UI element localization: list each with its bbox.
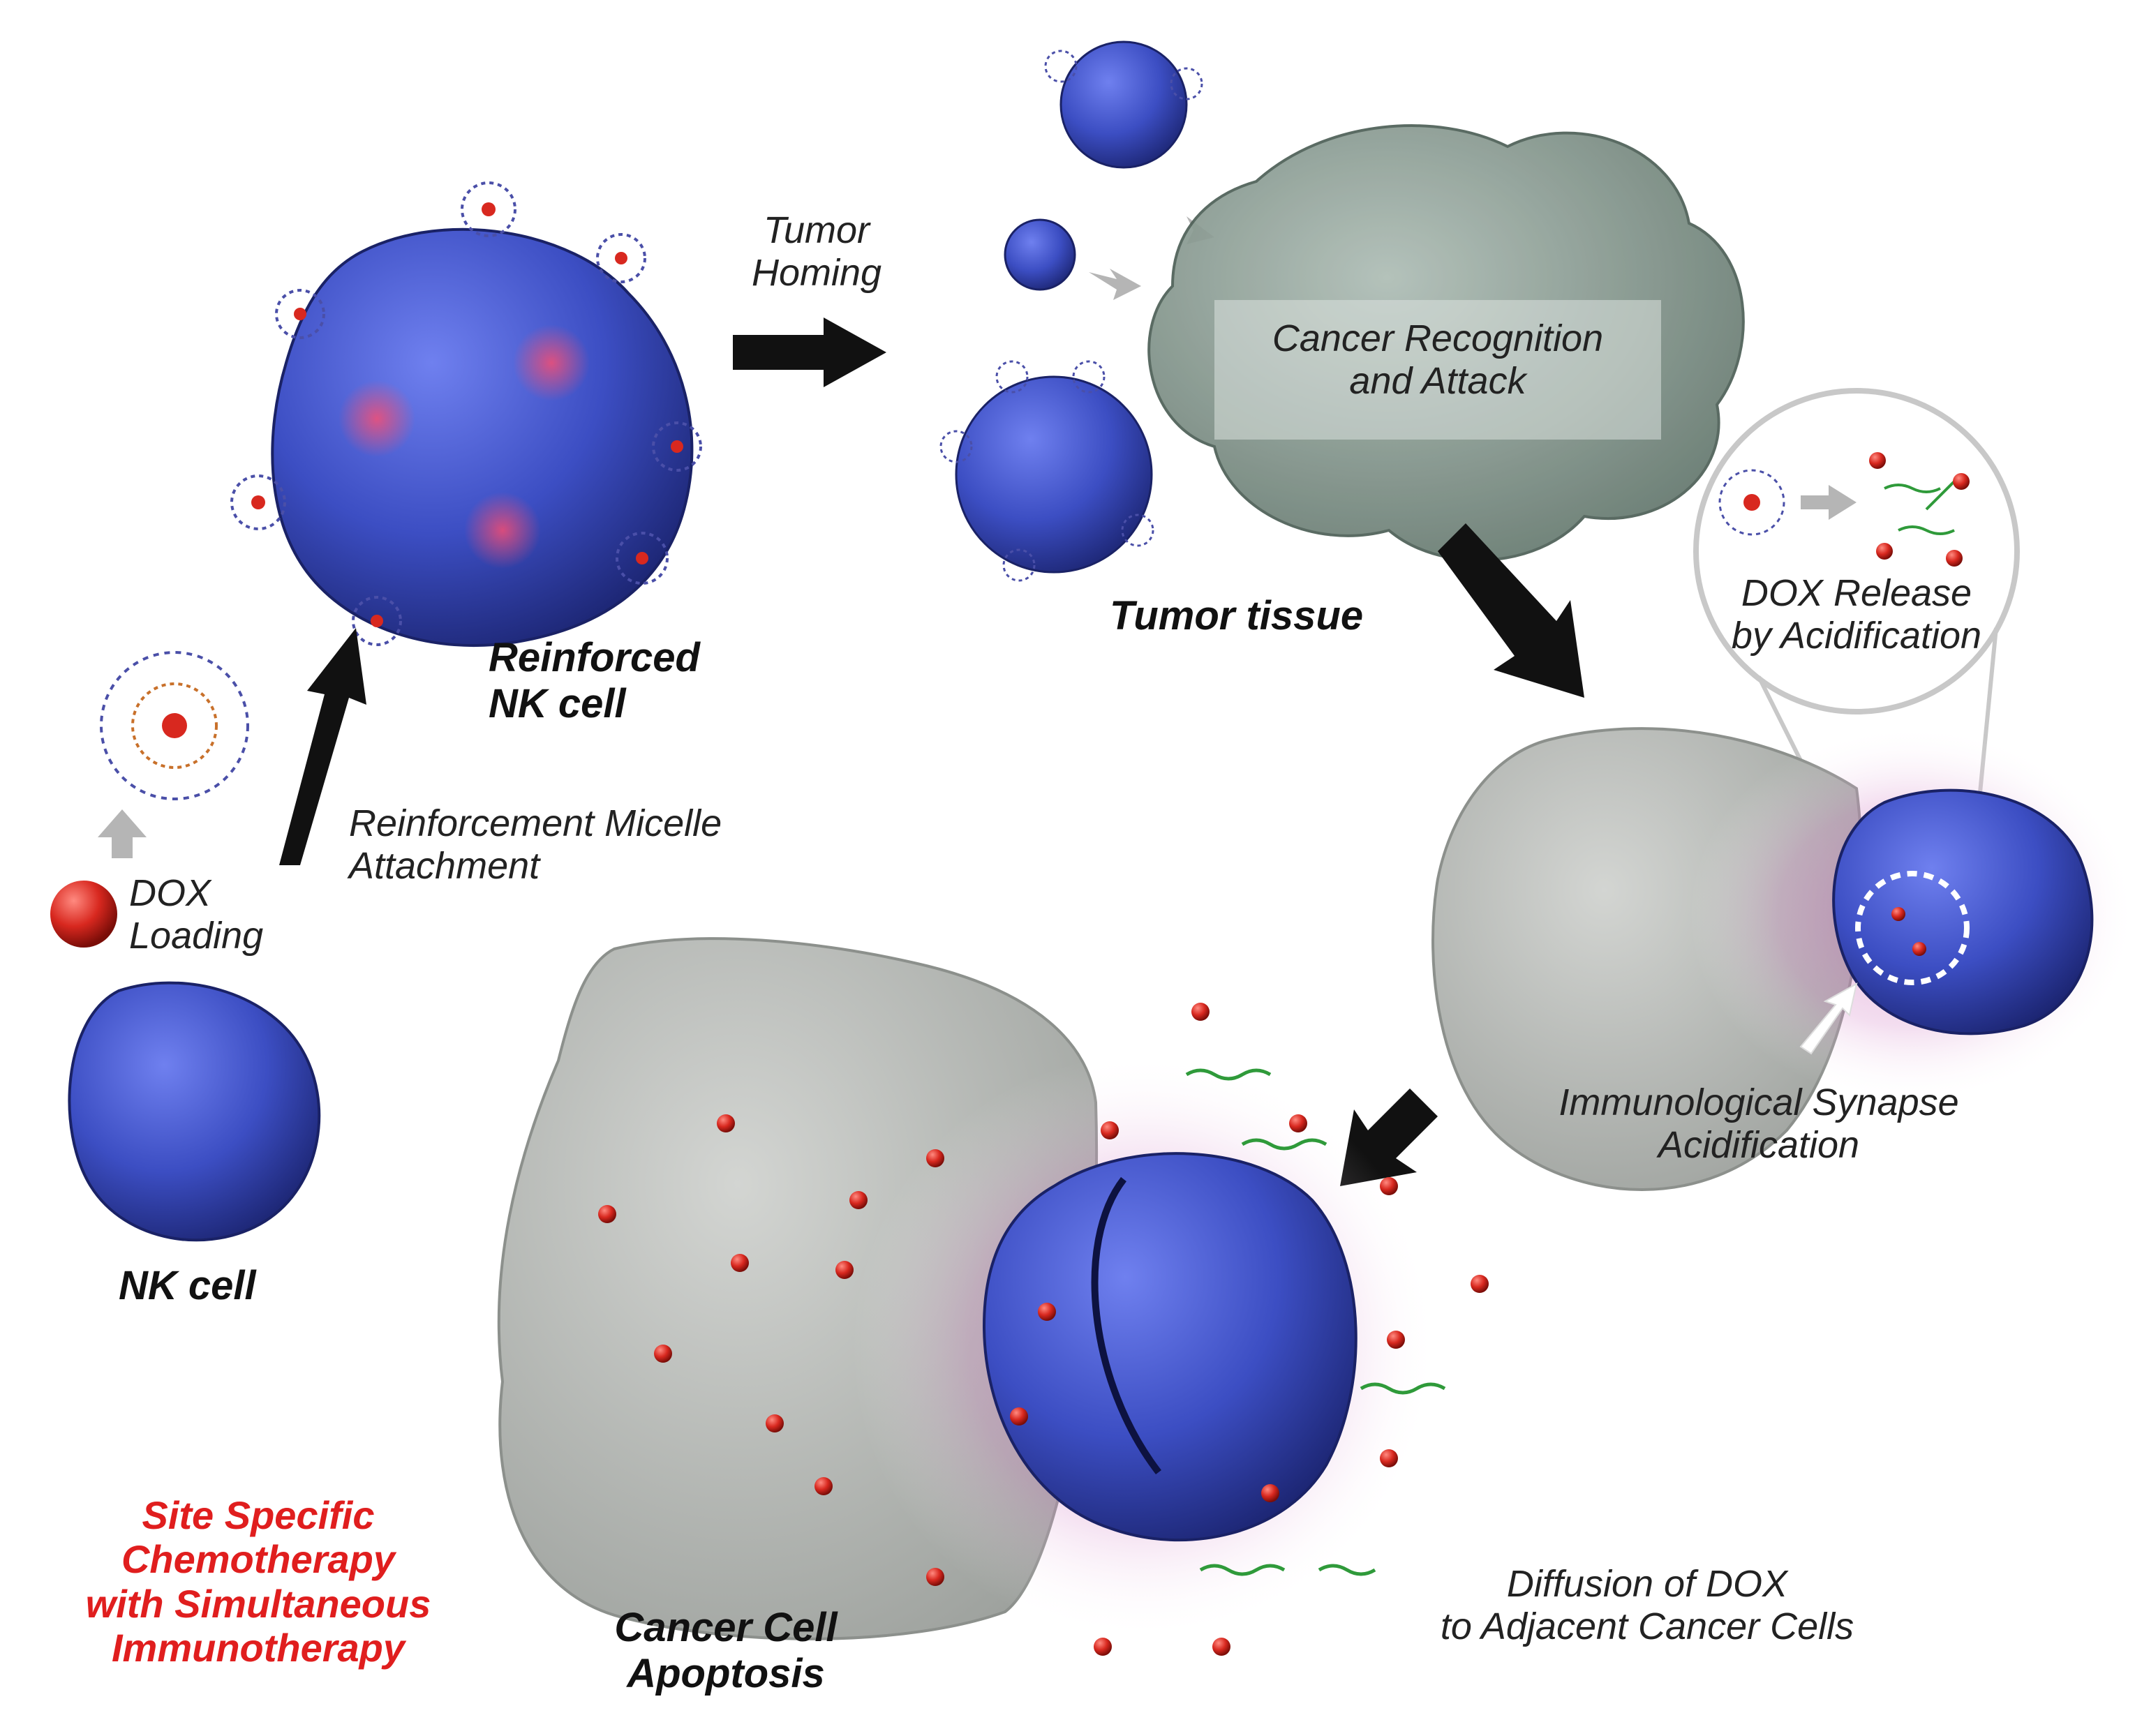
dox-sphere-icon: [1869, 452, 1970, 567]
micelle-icon: [352, 596, 402, 646]
apoptosis-scene: [497, 937, 1489, 1656]
reinforced-nk-cell: [271, 227, 694, 648]
cancer-recognition-box: [1214, 300, 1661, 440]
nk-cell-shape: [1059, 40, 1188, 169]
synapse-arrow-icon: [1799, 982, 1858, 1055]
polymer-strand-icon: [1884, 480, 1956, 535]
dox-sphere-icon: [50, 881, 117, 948]
internal-micelle-icon: [339, 380, 415, 457]
micelle-icon: [652, 421, 702, 472]
site-specific-label: Site Specific Chemotherapy with Simultan…: [85, 1493, 431, 1670]
micelle-icon: [275, 289, 325, 339]
micelle-icon: [1718, 469, 1785, 536]
attachment-arrow-icon: [279, 628, 366, 865]
cancer-apoptosis-label: Cancer Cell Apoptosis: [614, 1605, 838, 1696]
micelle-icon: [461, 181, 516, 237]
nk-cell-shape: [955, 375, 1153, 574]
tumor-homing-arrow-icon: [733, 317, 886, 387]
micelle-icon: [230, 474, 286, 530]
diffusion-label: Diffusion of DOX to Adjacent Cancer Cell…: [1440, 1563, 1854, 1648]
small-nk-cells: [939, 40, 1203, 582]
synapse-scene: [1431, 726, 2135, 1191]
micelle-icon: [616, 532, 669, 585]
cancer-recognition-label: Cancer Recognition and Attack: [1272, 317, 1604, 403]
nk-cell-shape: [1004, 218, 1076, 291]
dox-loading-arrow-icon: [98, 809, 147, 858]
synapse-zoom-circle: [1855, 871, 1970, 985]
tumor-homing-label: Tumor Homing: [751, 209, 882, 294]
micelle-icon: [596, 233, 646, 283]
nk-cell-shape: [68, 981, 321, 1242]
dox-loading-label: DOX Loading: [129, 872, 264, 957]
dox-release-label: DOX Release by Acidification: [1731, 572, 1982, 657]
polymer-strand-icon: [1185, 1068, 1446, 1576]
immunological-synapse-label: Immunological Synapse Acidification: [1559, 1082, 1959, 1167]
internal-micelle-icon: [464, 492, 541, 569]
reinforcement-micelle-label: Reinforcement Micelle Attachment: [349, 802, 722, 888]
tumor-tissue-shape: [1147, 124, 1745, 562]
micelle-icon: [100, 651, 249, 800]
dox-sphere-icon: [598, 1003, 1489, 1656]
tumor-tissue-label: Tumor tissue: [1110, 593, 1364, 638]
nk-cell-label: NK cell: [119, 1263, 256, 1308]
internal-micelle-icon: [513, 324, 590, 401]
reinforced-nk-cell-label: Reinforced NK cell: [489, 635, 700, 726]
to-synapse-arrow-icon: [1438, 523, 1584, 698]
nk-cell-shape: [982, 1152, 1357, 1542]
surface-micelles: [230, 181, 702, 646]
